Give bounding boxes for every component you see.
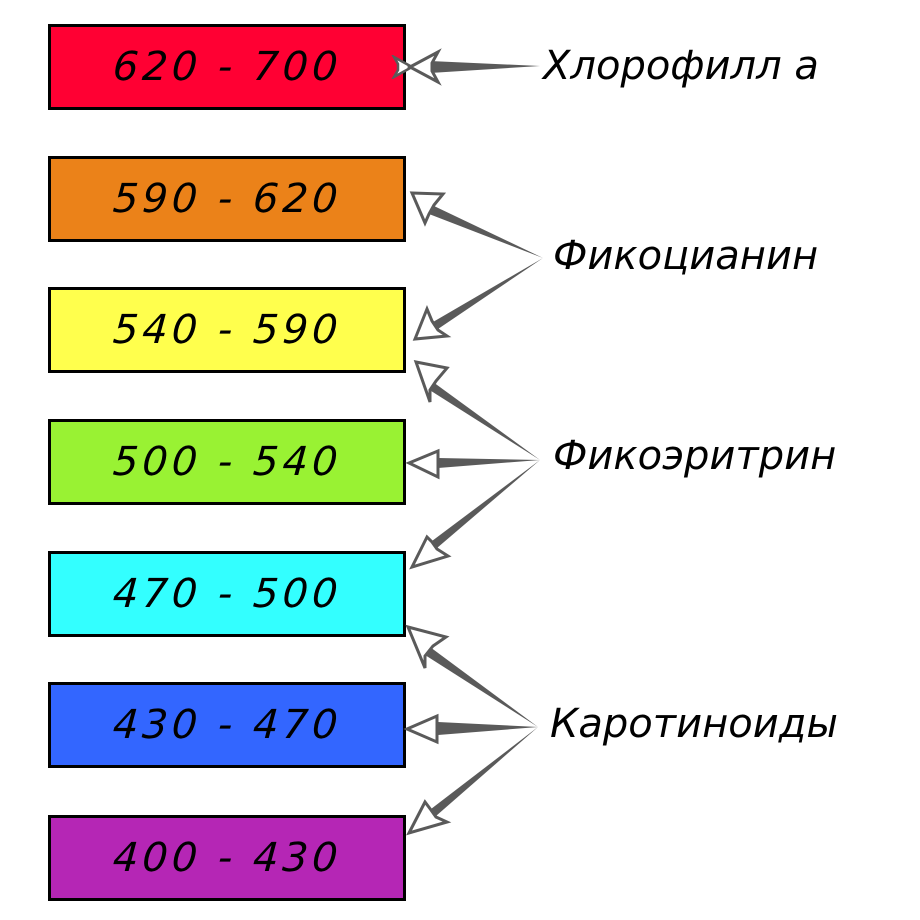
arrow-head-icon — [406, 799, 452, 836]
range-label: 540 - 590 — [111, 307, 343, 353]
arrow-head-icon — [405, 448, 440, 480]
pigment-label-phycocyanin: Фикоцианин — [553, 233, 819, 279]
arrows-carotenoids — [403, 624, 538, 836]
range-label: 620 - 700 — [111, 44, 343, 90]
pigment-label-carotenoids: Каротиноиды — [550, 701, 838, 747]
arrow-head-icon — [406, 48, 442, 86]
range-box-590-620: 590 - 620 — [48, 156, 406, 242]
pigment-label-chlorophyll-a: Хлорофилл а — [543, 43, 819, 89]
arrow-head-icon — [413, 360, 450, 403]
range-box-500-540: 500 - 540 — [48, 419, 406, 505]
range-box-470-500: 470 - 500 — [48, 551, 406, 637]
arrow-head-icon — [405, 624, 450, 669]
range-label: 470 - 500 — [111, 571, 343, 617]
arrows-phycoerythrin — [405, 360, 540, 570]
arrow-head-icon — [412, 305, 452, 341]
range-box-540-590: 540 - 590 — [48, 287, 406, 373]
range-box-430-470: 430 - 470 — [48, 682, 406, 768]
arrow-head-icon — [409, 191, 447, 227]
arrow-chlorophyll — [406, 48, 540, 86]
range-label: 590 - 620 — [111, 176, 343, 222]
range-box-400-430: 400 - 430 — [48, 815, 406, 901]
pigment-label-phycoerythrin: Фикоэритрин — [553, 433, 837, 479]
arrow-head-icon — [409, 534, 452, 570]
range-label: 400 - 430 — [111, 835, 343, 881]
range-box-620-700: 620 - 700 — [48, 24, 406, 110]
arrows-phycocyanin — [409, 191, 543, 341]
range-label: 430 - 470 — [111, 702, 343, 748]
range-label: 500 - 540 — [111, 439, 343, 485]
arrow-head-icon — [403, 713, 439, 745]
